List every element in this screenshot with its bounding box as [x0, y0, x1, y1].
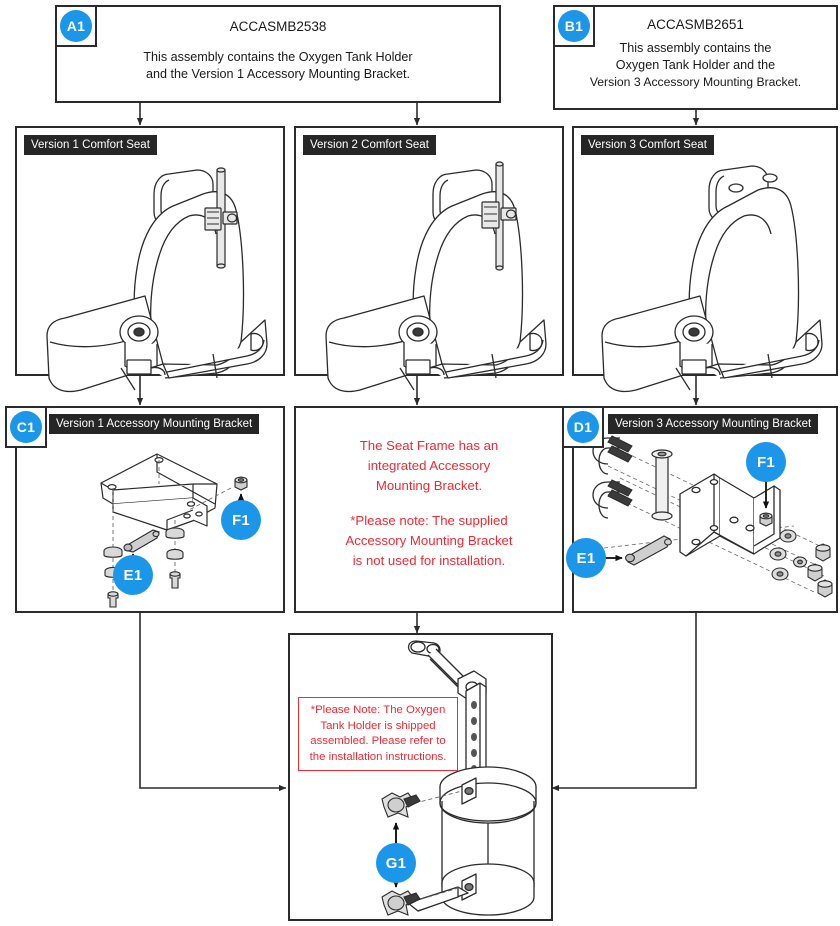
note-line3: Mounting Bracket.	[375, 478, 483, 493]
b1-description-line3: Version 3 Accessory Mounting Bracket.	[589, 75, 802, 89]
note-line1: The Seat Frame has an	[359, 438, 499, 453]
panel-seat-version-1: Version 1 Comfort Seat	[15, 126, 285, 376]
panel-a1: ACCASMB2538 This assembly contains the O…	[55, 5, 501, 103]
panel-seat-version-2: Version 2 Comfort Seat	[294, 126, 564, 376]
panel-b1: ACCASMB2651 This assembly contains the O…	[553, 5, 838, 110]
a1-description-line2: and the Version 1 Accessory Mounting Bra…	[146, 67, 410, 81]
seat1-header: Version 1 Comfort Seat	[24, 135, 157, 155]
seat3-header: Version 3 Comfort Seat	[581, 135, 714, 155]
panel-d1-bracket-v3: Version 3 Accessory Mounting Bracket F1 …	[566, 406, 840, 615]
a1-part-number: ACCASMB2538	[229, 19, 327, 34]
g1-note-line4: the installation instructions.	[309, 750, 447, 763]
b1-description-line2: Oxygen Tank Holder and the	[615, 58, 776, 72]
badge-d1: D1	[567, 411, 599, 443]
badge-a1: A1	[60, 10, 92, 42]
note-line4: *Please note: The supplied	[350, 513, 508, 528]
g1-note-line1: *Please Note: The Oxygen	[310, 704, 446, 716]
callout-e1-d1: E1	[566, 538, 606, 578]
seat-illustration-v2	[296, 128, 566, 378]
callout-g1: G1	[376, 843, 416, 883]
badge-box-a1: A1	[55, 5, 97, 47]
oxygen-tank-holder-illustration	[290, 635, 555, 923]
badge-box-b1: B1	[553, 5, 595, 47]
seat-illustration-v3	[574, 128, 840, 378]
a1-description-line1: This assembly contains the Oxygen Tank H…	[143, 50, 413, 64]
bracket-v1-illustration	[17, 408, 287, 615]
panel-seat-version-3: Version 3 Comfort Seat	[572, 126, 838, 376]
callout-e1-c1: E1	[113, 555, 153, 595]
badge-b1: B1	[558, 10, 590, 42]
g1-note-line3: assembled. Please refer to	[310, 735, 446, 747]
c1-header: Version 1 Accessory Mounting Bracket	[49, 414, 260, 434]
badge-box-d1: D1	[562, 406, 604, 448]
oxygen-holder-note: *Please Note: The Oxygen Tank Holder is …	[298, 697, 458, 771]
panel-c1-bracket-v1: Version 1 Accessory Mounting Bracket E1 …	[15, 406, 285, 613]
callout-f1-d1: F1	[746, 442, 786, 482]
g1-note-line2: Tank Holder is shipped	[320, 719, 436, 732]
badge-box-c1: C1	[5, 406, 47, 448]
badge-c1: C1	[10, 411, 42, 443]
panel-g1-oxygen-tank-holder: *Please Note: The Oxygen Tank Holder is …	[288, 633, 553, 921]
d1-header: Version 3 Accessory Mounting Bracket	[608, 414, 819, 434]
callout-f1-c1: F1	[221, 500, 261, 540]
b1-description-line1: This assembly contains the	[619, 41, 772, 55]
seat2-header: Version 2 Comfort Seat	[303, 135, 436, 155]
b1-part-number: ACCASMB2651	[647, 17, 744, 32]
note-line2: integrated Accessory	[367, 458, 491, 473]
note-line5: Accessory Mounting Bracket	[345, 533, 513, 548]
bracket-v3-illustration	[574, 408, 840, 615]
panel-middle-note: The Seat Frame has an integrated Accesso…	[294, 406, 564, 613]
seat-illustration-v1	[17, 128, 287, 378]
note-line6: is not used for installation.	[352, 553, 506, 568]
